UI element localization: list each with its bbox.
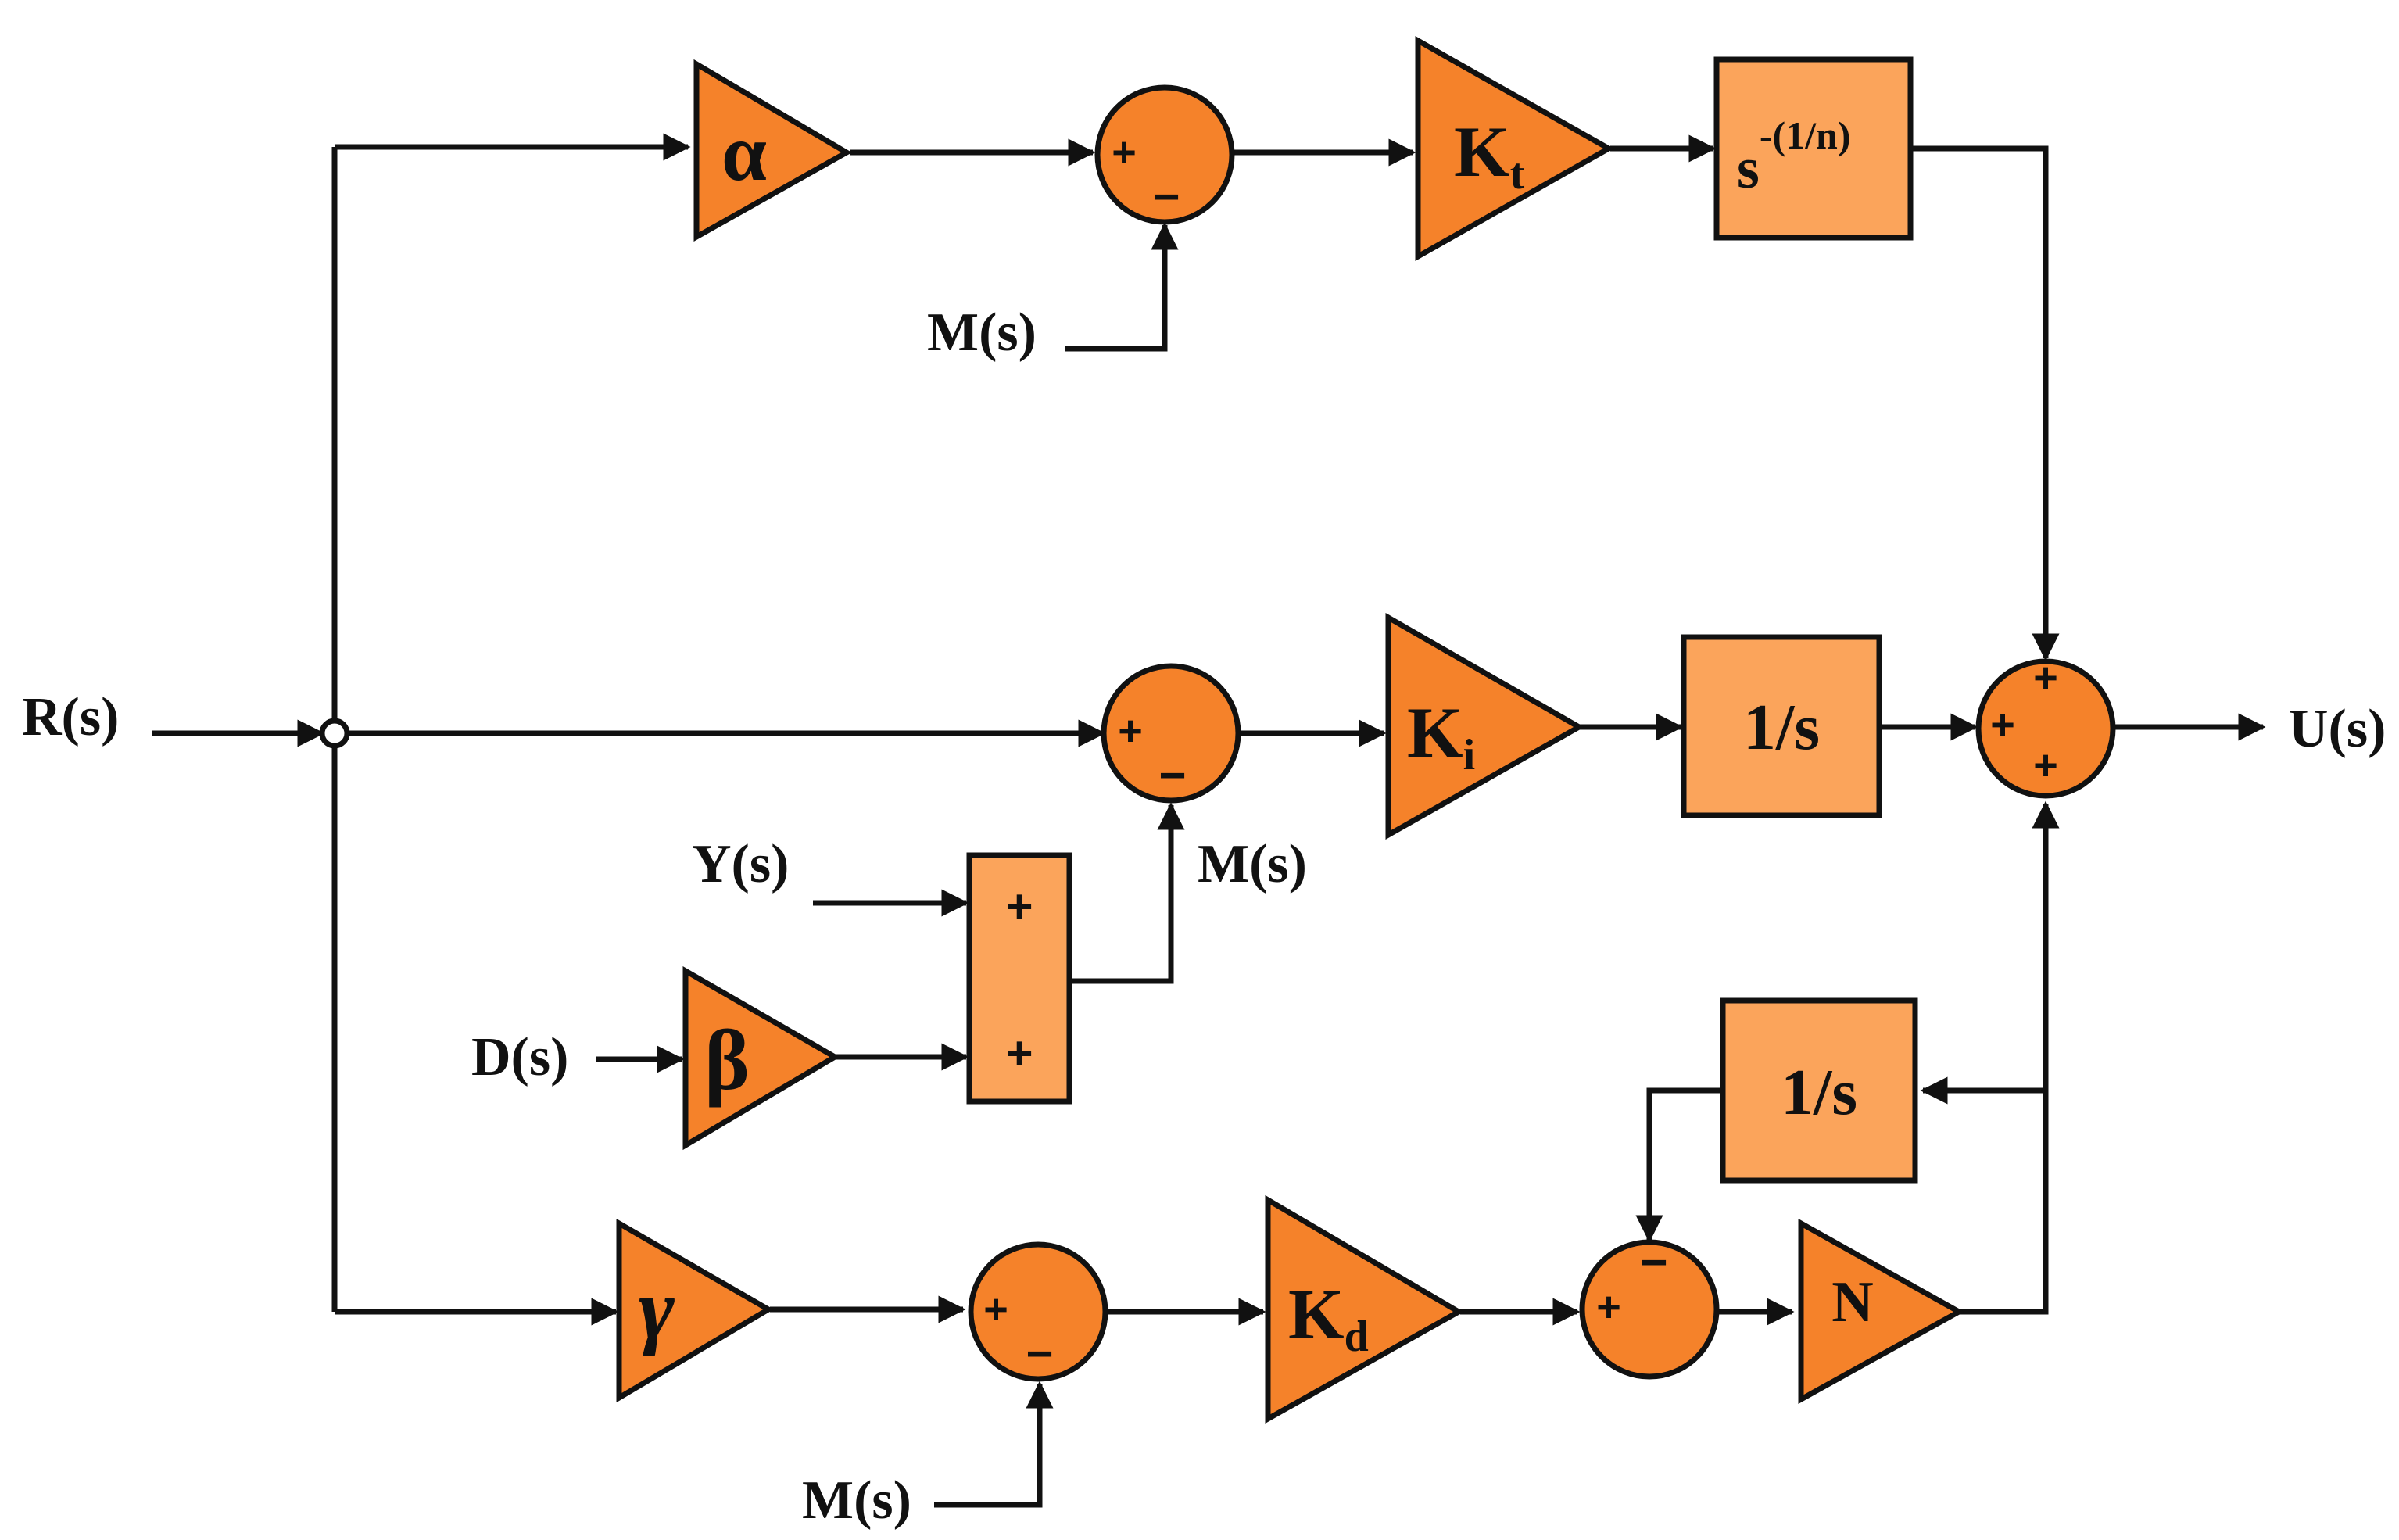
- n-gain-block: [1798, 1219, 1965, 1404]
- sum-yd-plus-top: +: [1005, 880, 1033, 933]
- filter-integrator-label: 1/s: [1781, 1056, 1857, 1129]
- kd-subscript: d: [1345, 1313, 1369, 1361]
- fractional-integrator-label: s-(1/n): [1737, 113, 1850, 201]
- wire-m-top: [1065, 222, 1179, 352]
- ki-label: Ki: [1407, 693, 1475, 779]
- sum-block-yd: [966, 852, 1072, 1105]
- sum-junction-derivative: [1579, 1239, 1720, 1380]
- wire-filter-to-sum-d: [1635, 1087, 1723, 1243]
- sum-bot-plus: +: [983, 1286, 1008, 1333]
- kt-subscript: t: [1510, 150, 1525, 199]
- r-signal-label: R(s): [22, 687, 119, 747]
- alpha-gain-block: [693, 59, 853, 242]
- sum-junction-output: [1975, 658, 2116, 799]
- d-signal-label: D(s): [471, 1027, 568, 1087]
- alpha-label: α: [721, 108, 767, 198]
- sum-mid-plus: +: [1118, 707, 1143, 754]
- m-signal-label-bottom: M(s): [802, 1470, 911, 1531]
- u-signal-label: U(s): [2289, 699, 2386, 759]
- ki-gain-block: [1385, 612, 1585, 840]
- sum-top-plus: +: [1112, 129, 1137, 176]
- ki-subscript: i: [1463, 731, 1476, 779]
- kd-main: K: [1288, 1274, 1345, 1354]
- kt-label: Kt: [1454, 112, 1525, 199]
- sum-mid-minus: −: [1158, 749, 1186, 801]
- frac-exponent: -(1/n): [1760, 113, 1851, 157]
- beta-label: β: [704, 1012, 750, 1108]
- beta-gain-block: [682, 965, 840, 1151]
- wires: [152, 133, 2266, 1508]
- sum-junction-bottom: [968, 1241, 1108, 1382]
- gamma-gain-block: [616, 1218, 774, 1403]
- ki-main: K: [1407, 693, 1463, 772]
- sum-d-minus: −: [1640, 1236, 1667, 1288]
- branch-point: [319, 718, 350, 749]
- wire-m-mid: [1071, 802, 1185, 984]
- integrator-label: 1/s: [1743, 691, 1820, 764]
- wire-n-to-sum-out: [1960, 800, 2060, 1315]
- sum-out-plus-left: +: [1990, 701, 2015, 748]
- sum-yd-plus-bottom: +: [1005, 1027, 1033, 1080]
- frac-base: s: [1737, 137, 1760, 201]
- kd-label: Kd: [1288, 1274, 1369, 1361]
- integrator-block: [1681, 634, 1882, 818]
- wire-frac-to-sum-out: [1910, 145, 2060, 661]
- sum-d-plus: +: [1596, 1284, 1621, 1330]
- kd-gain-block: [1265, 1194, 1465, 1424]
- sum-bot-minus: −: [1026, 1327, 1053, 1380]
- kt-main: K: [1454, 112, 1510, 192]
- y-signal-label: Y(s): [692, 834, 789, 894]
- gamma-label: γ: [639, 1262, 675, 1357]
- n-label: N: [1831, 1270, 1873, 1334]
- fractional-integrator-block: [1713, 56, 1914, 241]
- sum-out-plus-bottom: +: [2033, 742, 2058, 789]
- filter-integrator-block: [1720, 997, 1918, 1184]
- m-signal-label-top: M(s): [927, 303, 1037, 363]
- sum-out-plus-top: +: [2033, 654, 2058, 701]
- sum-junction-top: [1094, 84, 1235, 225]
- wire-m-bot: [934, 1381, 1054, 1508]
- sum-top-minus: −: [1152, 170, 1180, 223]
- kt-gain-block: [1415, 35, 1615, 262]
- sum-junction-middle: [1101, 663, 1241, 804]
- m-signal-label-middle: M(s): [1198, 834, 1307, 894]
